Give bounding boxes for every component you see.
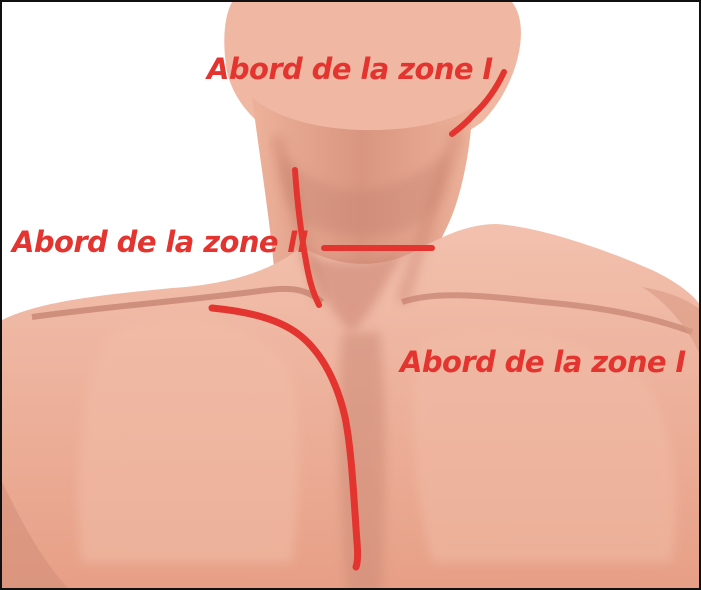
- label-zone-i-upper: Abord de la zone I: [207, 52, 493, 86]
- label-zone-ii: Abord de la zone II: [12, 225, 308, 259]
- sternum-shadow: [339, 332, 386, 590]
- label-zone-i-lower: Abord de la zone I: [400, 345, 686, 379]
- chest-highlight-left: [78, 318, 298, 562]
